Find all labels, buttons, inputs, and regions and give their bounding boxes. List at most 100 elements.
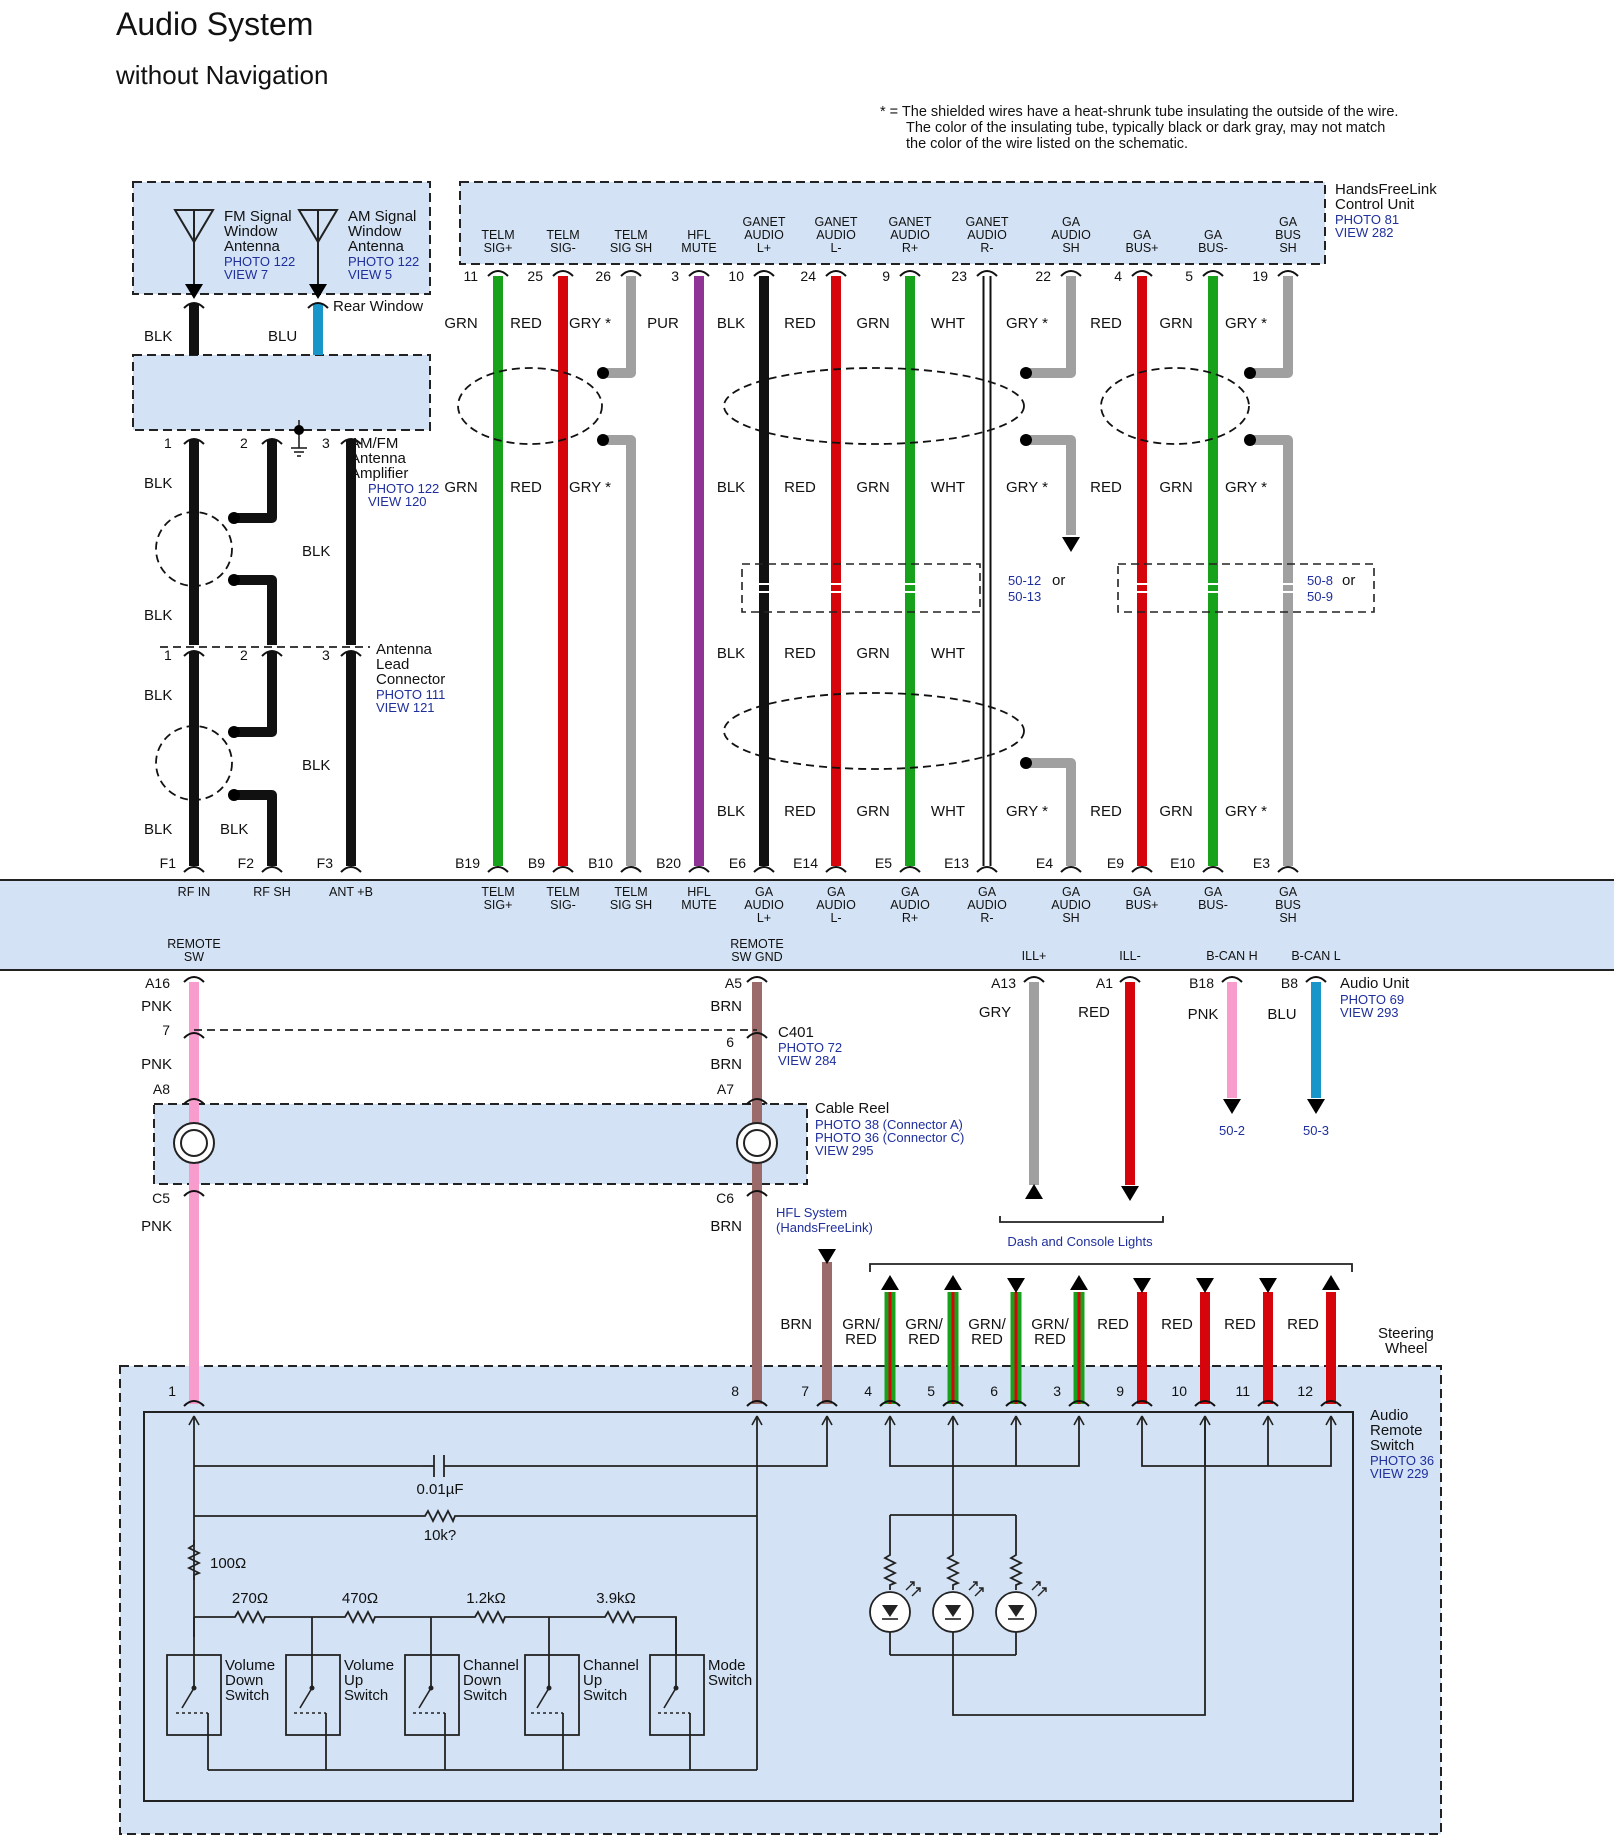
wire-color-label: GRN (444, 315, 477, 332)
audio-unit-pin-label: TELM (614, 885, 647, 899)
remote-switch-pin-number: 1 (168, 1383, 176, 1399)
connector-mark (1131, 270, 1153, 277)
connector-mark (688, 270, 710, 277)
am-antenna-label: Window (348, 223, 402, 240)
wire-color-label: RED (1090, 315, 1122, 332)
switch-label: Switch (225, 1687, 269, 1704)
hfl-pin-label: BUS+ (1125, 241, 1158, 255)
connector-mark (487, 270, 509, 277)
audio-unit-ref: PHOTO 69 (1340, 992, 1404, 1007)
ill-minus-arrow (1121, 1186, 1139, 1201)
antenna-box (132, 181, 431, 295)
wire-color-label: BLK (717, 479, 745, 496)
steering-wire-arrow (1133, 1278, 1151, 1293)
cable-reel-ref: VIEW 295 (815, 1143, 874, 1158)
audio-unit-pin-label: HFL (687, 885, 711, 899)
resistor-chain-icon (470, 1609, 510, 1625)
hfl-pin-label: GA (1062, 215, 1081, 229)
wire-color-label: GRY (979, 1004, 1011, 1021)
audio-unit-pin-label: GA (1279, 885, 1298, 899)
hfl-control-unit-box (459, 181, 1326, 265)
splice-ref: 50-13 (1008, 589, 1041, 604)
remote-switch-label: Remote (1370, 1422, 1423, 1439)
light-rays-icon (968, 1581, 984, 1597)
wire-color-label: RED (510, 479, 542, 496)
wire-color-label: RED (971, 1331, 1003, 1348)
ill-plus-arrow (1025, 1184, 1043, 1199)
audio-unit-pin-label: ILL- (1119, 949, 1141, 963)
hfl-pin-number: 24 (800, 268, 816, 284)
cable-reel-pin-number: C6 (716, 1190, 734, 1206)
connector-mark (746, 1190, 768, 1197)
telm-sig-sh-wire (603, 276, 636, 378)
cable-reel-coil-icon (736, 1122, 778, 1164)
audio-unit-pin-number: A1 (1096, 975, 1113, 991)
wire-color-label: RED (784, 315, 816, 332)
hfl-control-unit-ref: PHOTO 81 (1335, 212, 1399, 227)
connector-mark (183, 1098, 205, 1105)
audio-unit-pin-number: E9 (1107, 855, 1124, 871)
audio-unit-pin-label: SW (184, 950, 204, 964)
remote-switch-pin-number: 10 (1171, 1383, 1187, 1399)
ga-audio-sh-wire (1026, 276, 1076, 378)
wire-color-label: WHT (931, 479, 965, 496)
dash-lights-bracket (999, 1216, 1164, 1223)
light-rays-icon (905, 1581, 921, 1597)
audio-unit-pin-number: A13 (991, 975, 1016, 991)
audio-unit-pin-label: SH (1062, 911, 1079, 925)
remote-switch-ref: PHOTO 36 (1370, 1453, 1434, 1468)
c401-label: C401 (778, 1024, 814, 1041)
wire-color-label: RED (1034, 1331, 1066, 1348)
wire-color-label: RED (1078, 1004, 1110, 1021)
c401-ref: PHOTO 72 (778, 1040, 842, 1055)
steering-wire-arrow (1259, 1278, 1277, 1293)
audio-unit-pin-label: BUS (1275, 898, 1301, 912)
wire-color-label: BLK (144, 607, 172, 624)
fm-antenna-ref: PHOTO 122 (224, 254, 295, 269)
hfl-system-arrow (818, 1249, 836, 1264)
audio-unit-pin-number: E4 (1036, 855, 1053, 871)
connector-mark (620, 866, 642, 873)
wire-color-label: GRN (856, 315, 889, 332)
remote-switch-pin-number: 6 (990, 1383, 998, 1399)
lead-connector-label: Connector (376, 671, 445, 688)
audio-unit-pin-label: R- (980, 911, 993, 925)
connector-mark (261, 438, 283, 445)
hfl-pin-number: 19 (1252, 268, 1268, 284)
am-antenna-ref: PHOTO 122 (348, 254, 419, 269)
audio-unit-pin-number: B9 (528, 855, 545, 871)
audio-unit-pin-label: SIG SH (610, 898, 652, 912)
audio-unit-pin-label: MUTE (681, 898, 716, 912)
hfl-pin-label: GA (1279, 215, 1298, 229)
wire-color-label: RED (1287, 1316, 1319, 1333)
steering-wire-arrow (944, 1275, 962, 1290)
hfl-pin-label: SIG+ (484, 241, 513, 255)
audio-unit-pin-label: RF SH (253, 885, 291, 899)
connector-mark (879, 1400, 901, 1407)
wire-color-label: RED (1090, 803, 1122, 820)
audio-unit-pin-label: L- (830, 911, 841, 925)
hfl-control-unit-label: Control Unit (1335, 196, 1415, 213)
resistor-10k-icon (420, 1508, 460, 1524)
ga-audio-sh-wire (1026, 435, 1076, 535)
remote-switch-pin-number: 9 (1116, 1383, 1124, 1399)
splice-arrow (1062, 537, 1080, 552)
splice-ref: 50-9 (1307, 589, 1333, 604)
lead-pin-number: 3 (322, 647, 330, 663)
amplifier-label: Antenna (350, 450, 407, 467)
fm-antenna-label: Window (224, 223, 278, 240)
wire-color-label: RED (784, 803, 816, 820)
hfl-pin-label: BUS- (1198, 241, 1228, 255)
switch-label: Switch (463, 1687, 507, 1704)
connector-mark (1320, 1400, 1342, 1407)
audio-unit-pin-label: GA (1062, 885, 1081, 899)
remote-switch-ref: VIEW 229 (1370, 1466, 1429, 1481)
hfl-control-unit-ref: VIEW 282 (1335, 225, 1394, 240)
wire-color-label: GRN (1159, 803, 1192, 820)
audio-unit-pin-label: AUDIO (1051, 898, 1091, 912)
wire-color-label: BLK (302, 757, 330, 774)
wire-color-label: RED (1090, 479, 1122, 496)
steering-wire-arrow (1007, 1278, 1025, 1293)
wire-color-label: BLU (1267, 1006, 1296, 1023)
